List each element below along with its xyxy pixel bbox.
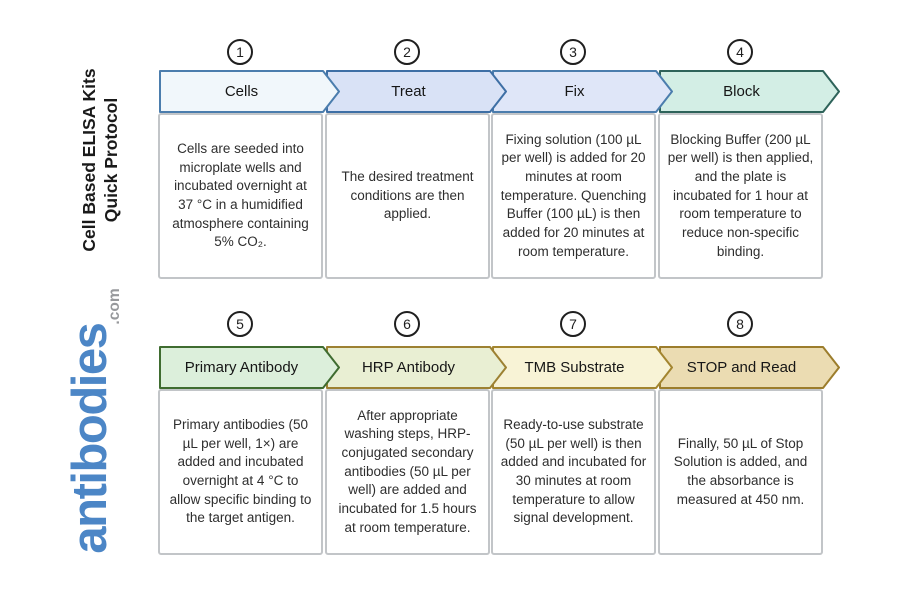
step-arrow: STOP and Read — [658, 345, 841, 390]
step-description-box: The desired treatment conditions are the… — [325, 113, 490, 279]
step-number-badge: 5 — [227, 311, 253, 337]
step-description-box: After appropriate washing steps, HRP-con… — [325, 389, 490, 555]
step-label: HRP Antibody — [361, 359, 456, 376]
antibodies-logo: antibodies .com — [63, 274, 124, 568]
step-arrow-shape — [159, 70, 340, 113]
title-line-1: Cell Based ELISA Kits — [78, 68, 99, 252]
step-arrow: Block — [658, 69, 841, 114]
step-label: Block — [723, 83, 760, 100]
step-label: Fix — [564, 83, 585, 100]
step-arrow: Fix — [491, 69, 674, 114]
step-description: Cells are seeded into microplate wells a… — [172, 141, 309, 250]
step-description: Blocking Buffer (200 µL per well) is the… — [667, 131, 814, 259]
step-number: 7 — [569, 316, 577, 332]
logo-domain-suffix: .com — [106, 288, 123, 325]
step-number: 8 — [736, 316, 744, 332]
step-description: Primary antibodies (50 µL per well, 1×) … — [169, 417, 312, 526]
step-number-badge: 7 — [560, 311, 586, 337]
step-description-box: Cells are seeded into microplate wells a… — [158, 113, 323, 279]
step-label: Primary Antibody — [184, 359, 299, 376]
step-number-badge: 2 — [394, 39, 420, 65]
step-label: Cells — [224, 83, 259, 100]
step-number-badge: 8 — [727, 311, 753, 337]
step-description: The desired treatment conditions are the… — [341, 169, 474, 222]
step-number-badge: 4 — [727, 39, 753, 65]
step-arrow: Treat — [325, 69, 508, 114]
step-number: 1 — [236, 44, 244, 60]
step-description-box: Fixing solution (100 µL per well) is add… — [491, 113, 656, 279]
step-description-box: Primary antibodies (50 µL per well, 1×) … — [158, 389, 323, 555]
step-number: 2 — [403, 44, 411, 60]
vertical-title: Cell Based ELISA Kits Quick Protocol — [77, 38, 123, 282]
step-description: Ready-to-use substrate (50 µL per well) … — [500, 417, 647, 526]
step-number-badge: 1 — [227, 39, 253, 65]
step-arrow: Primary Antibody — [158, 345, 341, 390]
step-label: TMB Substrate — [524, 359, 625, 376]
step-description: Fixing solution (100 µL per well) is add… — [500, 131, 647, 259]
title-line-2: Quick Protocol — [101, 97, 121, 223]
step-description: Finally, 50 µL of Stop Solution is added… — [673, 435, 808, 507]
step-arrow: TMB Substrate — [491, 345, 674, 390]
step-arrow: Cells — [158, 69, 341, 114]
step-description: After appropriate washing steps, HRP-con… — [338, 407, 477, 535]
step-number-badge: 6 — [394, 311, 420, 337]
step-description-box: Finally, 50 µL of Stop Solution is added… — [658, 389, 823, 555]
step-arrow-shape — [159, 346, 340, 389]
step-label: Treat — [391, 83, 426, 100]
step-description-box: Blocking Buffer (200 µL per well) is the… — [658, 113, 823, 279]
step-description-box: Ready-to-use substrate (50 µL per well) … — [491, 389, 656, 555]
logo-text: antibodies — [63, 323, 117, 554]
step-number: 6 — [403, 316, 411, 332]
step-arrow: HRP Antibody — [325, 345, 508, 390]
step-label: STOP and Read — [686, 359, 797, 376]
step-number: 5 — [236, 316, 244, 332]
step-number: 4 — [736, 44, 744, 60]
step-number-badge: 3 — [560, 39, 586, 65]
step-number: 3 — [569, 44, 577, 60]
